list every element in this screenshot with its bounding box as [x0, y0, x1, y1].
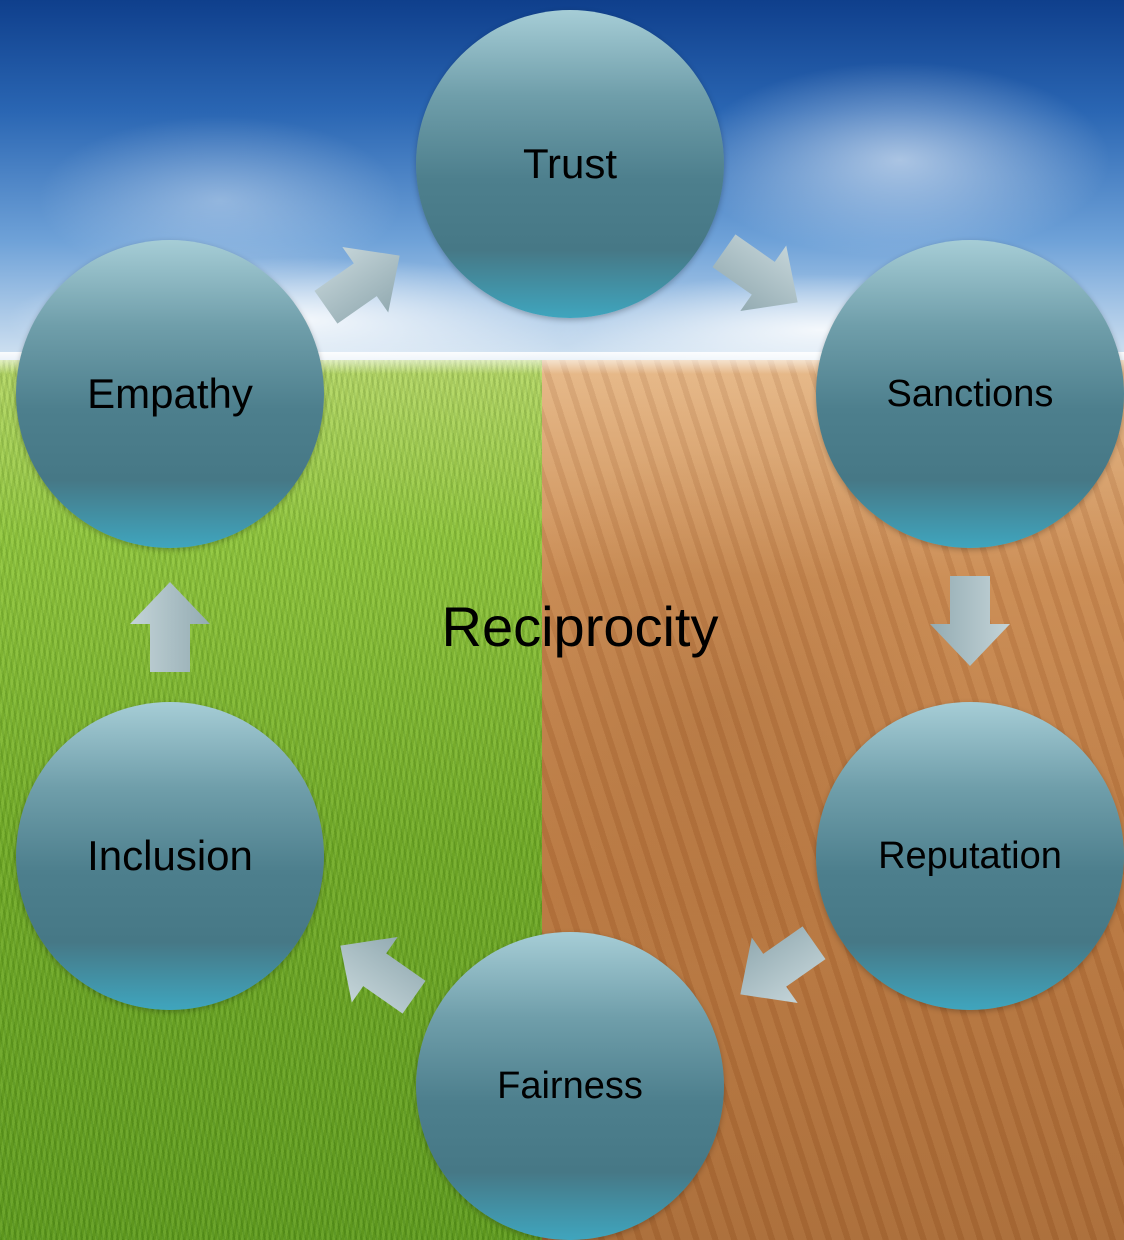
node-reputation: Reputation	[816, 702, 1124, 1010]
node-label-reputation: Reputation	[878, 835, 1062, 877]
arrow-empathy-to-trust	[314, 246, 400, 324]
node-label-trust: Trust	[522, 140, 618, 187]
arrow-reputation-to-fairness	[740, 926, 826, 1004]
node-label-inclusion: Inclusion	[87, 832, 253, 879]
node-label-sanctions: Sanctions	[886, 373, 1054, 415]
node-label-empathy: Empathy	[87, 370, 253, 417]
arrow-trust-to-sanctions	[712, 234, 798, 312]
node-sanctions: Sanctions	[816, 240, 1124, 548]
arrow-sanctions-to-reputation	[930, 576, 1010, 666]
node-empathy: Empathy	[16, 240, 324, 548]
node-label-fairness: Fairness	[497, 1065, 643, 1107]
center-label: Reciprocity	[441, 595, 719, 658]
arrow-inclusion-to-empathy	[130, 582, 210, 672]
node-trust: Trust	[416, 10, 724, 318]
node-inclusion: Inclusion	[16, 702, 324, 1010]
node-fairness: Fairness	[416, 932, 724, 1240]
arrow-fairness-to-inclusion	[340, 936, 426, 1014]
